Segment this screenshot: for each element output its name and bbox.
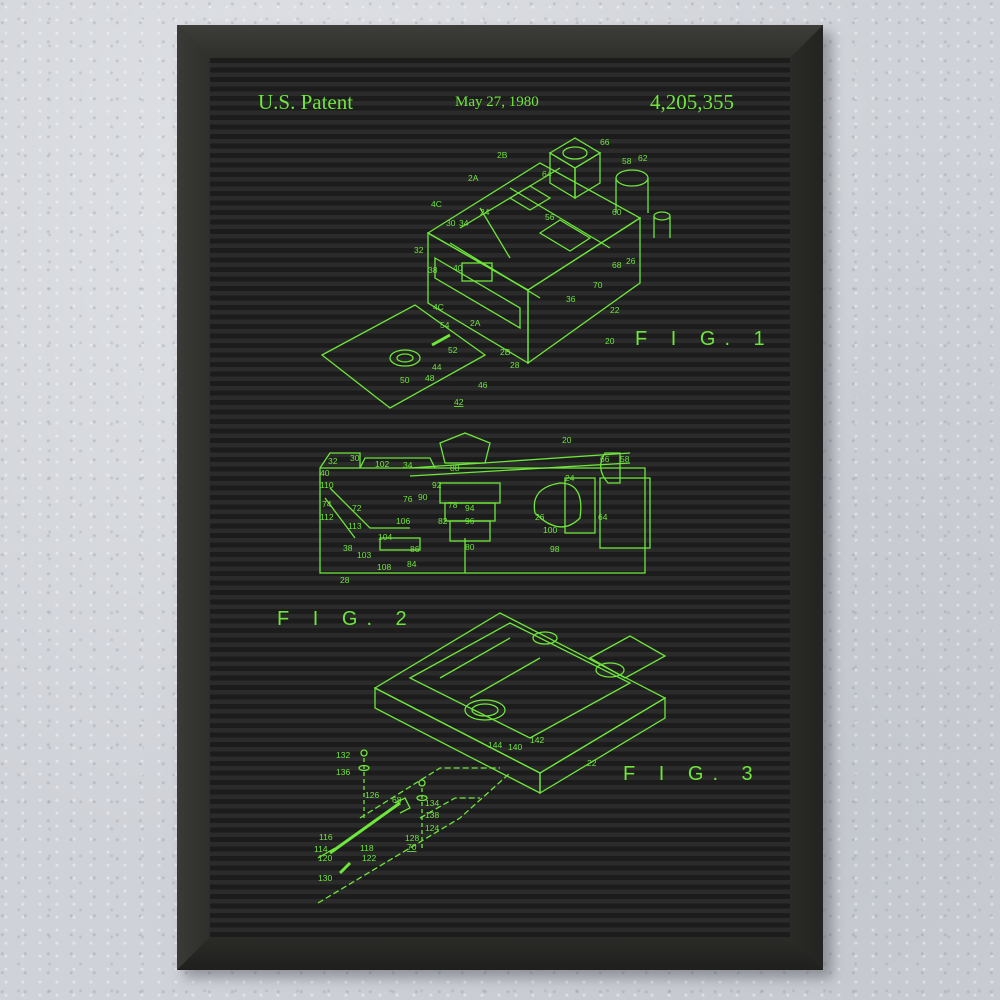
svg-text:64: 64: [542, 169, 552, 179]
svg-text:100: 100: [543, 525, 557, 535]
svg-text:72: 72: [352, 503, 362, 513]
svg-text:2A: 2A: [470, 318, 481, 328]
svg-text:34: 34: [403, 460, 413, 470]
fig2-label: F I G. 2: [277, 608, 416, 630]
svg-text:46: 46: [478, 380, 488, 390]
svg-text:102: 102: [375, 459, 389, 469]
svg-text:116: 116: [319, 832, 333, 842]
fig3-label: F I G. 3: [623, 763, 762, 785]
svg-text:2B: 2B: [500, 347, 511, 357]
svg-text:140: 140: [508, 742, 522, 752]
patent-label: U.S. Patent: [258, 90, 354, 114]
svg-text:98: 98: [550, 544, 560, 554]
patent-date: May 27, 1980: [455, 94, 539, 110]
svg-text:70: 70: [593, 280, 603, 290]
fig1-label: F I G. 1: [635, 328, 774, 350]
svg-text:86: 86: [410, 544, 420, 554]
svg-text:28: 28: [510, 360, 520, 370]
svg-text:114: 114: [314, 844, 328, 854]
frame-bevel-right: [790, 25, 823, 970]
svg-text:58: 58: [622, 156, 632, 166]
svg-text:68: 68: [392, 795, 402, 805]
svg-text:2A: 2A: [468, 173, 479, 183]
svg-text:113: 113: [348, 521, 362, 531]
svg-text:108: 108: [377, 562, 391, 572]
svg-text:24: 24: [480, 207, 490, 217]
svg-text:58: 58: [620, 454, 630, 464]
svg-text:64: 64: [598, 512, 608, 522]
svg-text:54: 54: [440, 320, 450, 330]
frame-bevel-bottom: [177, 937, 823, 970]
svg-text:40: 40: [453, 263, 463, 273]
svg-text:30: 30: [446, 218, 456, 228]
svg-text:136: 136: [336, 767, 350, 777]
patent-number: 4,205,355: [650, 90, 734, 114]
svg-text:124: 124: [425, 823, 439, 833]
svg-text:36: 36: [566, 294, 576, 304]
svg-text:2B: 2B: [497, 150, 508, 160]
svg-text:142: 142: [530, 735, 544, 745]
svg-text:52: 52: [448, 345, 458, 355]
svg-text:62: 62: [638, 153, 648, 163]
svg-text:20: 20: [562, 435, 572, 445]
svg-text:104: 104: [378, 532, 392, 542]
svg-text:90: 90: [418, 492, 428, 502]
svg-text:80: 80: [465, 542, 475, 552]
frame-bevel-left: [177, 25, 210, 970]
svg-text:106: 106: [396, 516, 410, 526]
svg-text:88: 88: [450, 463, 460, 473]
frame-bevel-top: [177, 25, 823, 58]
svg-text:84: 84: [407, 559, 417, 569]
svg-text:134: 134: [425, 798, 439, 808]
svg-text:50: 50: [400, 375, 410, 385]
svg-text:128: 128: [405, 833, 419, 843]
svg-text:66: 66: [600, 137, 610, 147]
svg-text:110: 110: [320, 480, 334, 490]
svg-text:26: 26: [535, 512, 545, 522]
svg-text:126: 126: [365, 790, 379, 800]
svg-text:4C: 4C: [433, 302, 444, 312]
svg-text:74: 74: [322, 499, 332, 509]
svg-text:82: 82: [438, 516, 448, 526]
svg-text:40: 40: [320, 468, 330, 478]
svg-text:68: 68: [612, 260, 622, 270]
svg-text:132: 132: [336, 750, 350, 760]
svg-text:30: 30: [350, 453, 360, 463]
patent-print: U.S. Patent May 27, 1980 4,205,355: [210, 58, 790, 937]
svg-text:38: 38: [428, 265, 438, 275]
svg-text:76: 76: [403, 494, 413, 504]
svg-text:60: 60: [612, 207, 622, 217]
svg-text:118: 118: [360, 843, 374, 853]
svg-text:28: 28: [340, 575, 350, 585]
svg-text:38: 38: [343, 543, 353, 553]
svg-text:56: 56: [545, 212, 555, 222]
svg-text:20: 20: [605, 336, 615, 346]
svg-text:103: 103: [357, 550, 371, 560]
svg-text:112: 112: [320, 512, 334, 522]
svg-text:44: 44: [432, 362, 442, 372]
svg-text:96: 96: [465, 516, 475, 526]
svg-text:4C: 4C: [431, 199, 442, 209]
svg-text:94: 94: [465, 503, 475, 513]
svg-text:32: 32: [414, 245, 424, 255]
svg-text:66: 66: [600, 454, 610, 464]
svg-text:70: 70: [407, 842, 417, 852]
svg-text:42: 42: [454, 397, 464, 407]
svg-text:78: 78: [448, 500, 458, 510]
svg-text:130: 130: [318, 873, 332, 883]
svg-text:144: 144: [488, 740, 502, 750]
svg-text:92: 92: [432, 480, 442, 490]
svg-text:24: 24: [565, 473, 575, 483]
svg-text:34: 34: [459, 218, 469, 228]
svg-text:22: 22: [587, 758, 597, 768]
svg-text:138: 138: [425, 810, 439, 820]
svg-text:22: 22: [610, 305, 620, 315]
svg-text:120: 120: [318, 853, 332, 863]
svg-text:26: 26: [626, 256, 636, 266]
svg-text:32: 32: [328, 456, 338, 466]
svg-text:122: 122: [362, 853, 376, 863]
svg-text:48: 48: [425, 373, 435, 383]
fig1-drawing: [317, 137, 671, 904]
